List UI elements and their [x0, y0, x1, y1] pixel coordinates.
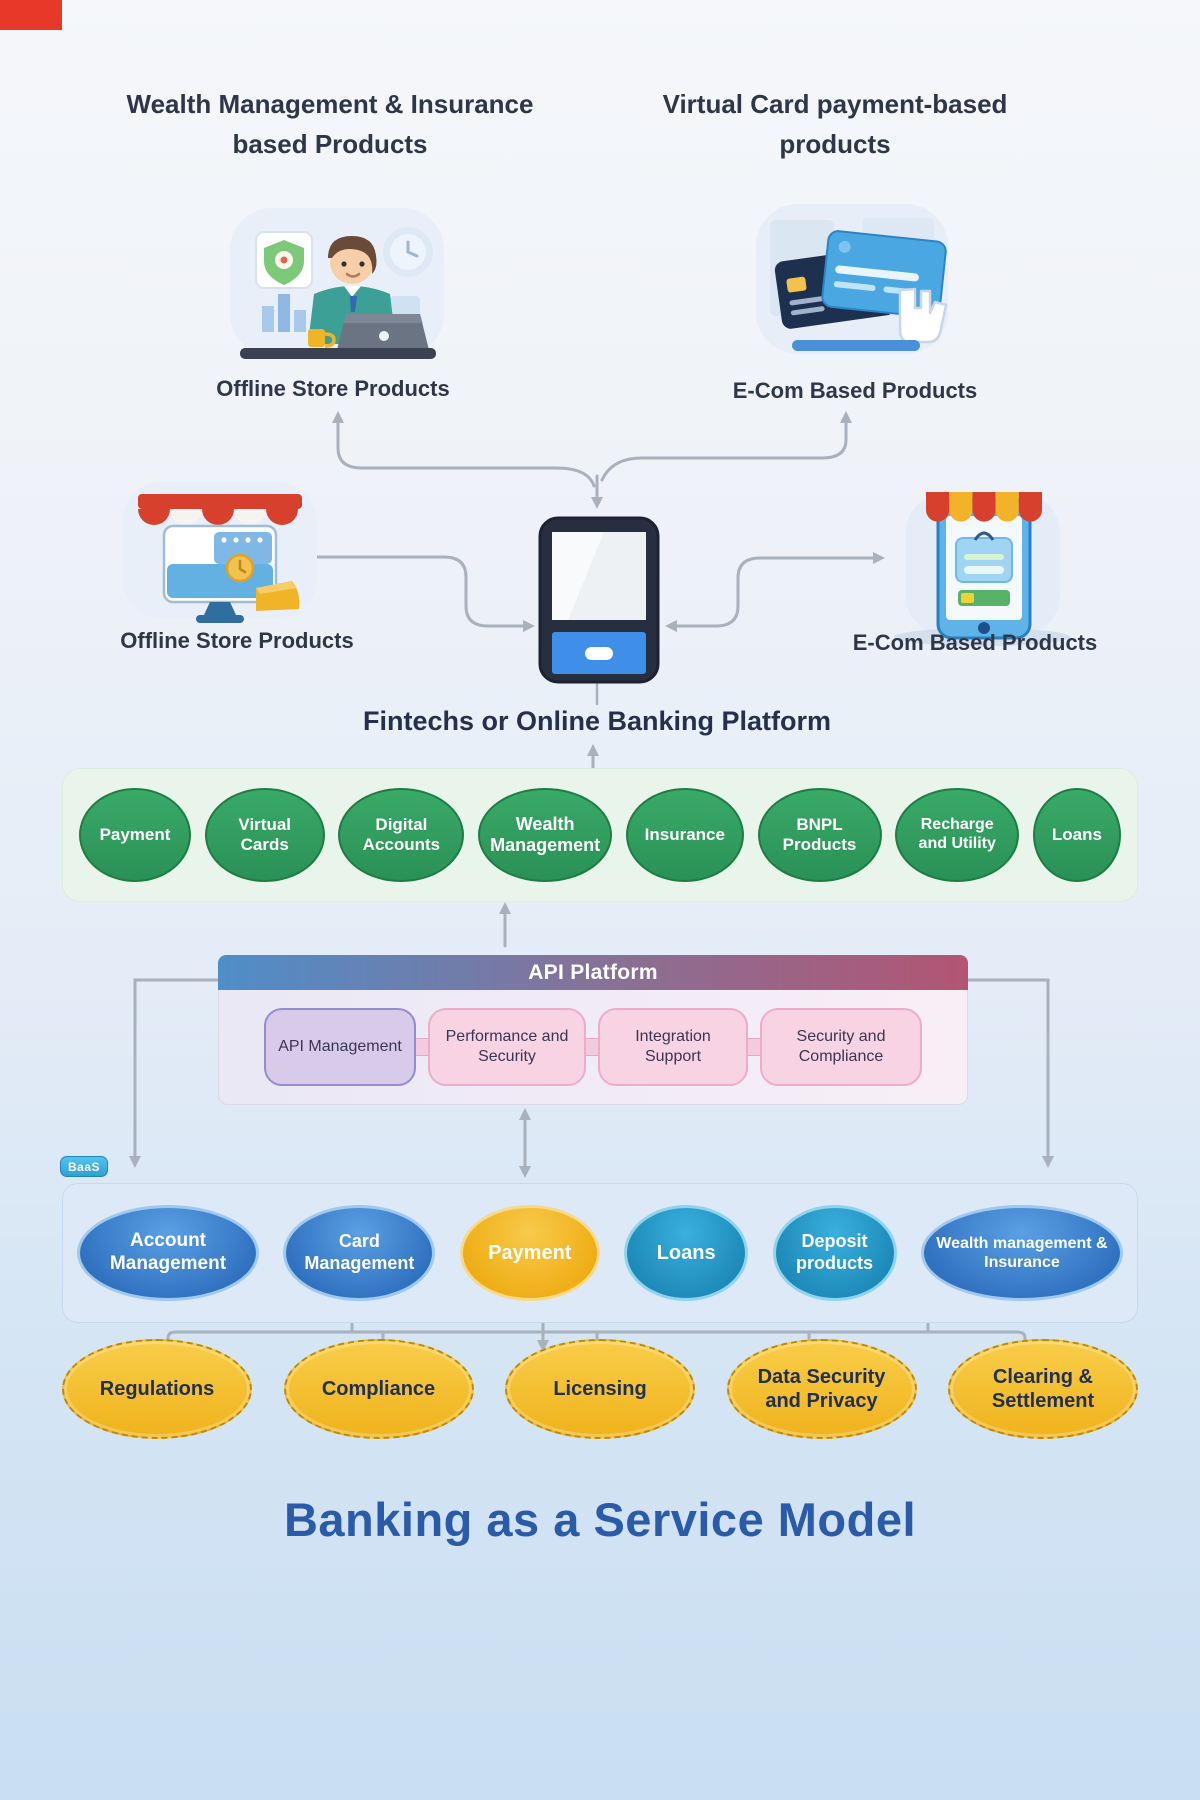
service-oval-recharge-utility: Recharge and Utility	[895, 788, 1020, 882]
awning-icon	[138, 509, 298, 525]
api-box-performance-security: Performance and Security	[428, 1008, 586, 1086]
heading-wealth-insurance: Wealth Management & Insurance based Prod…	[110, 84, 550, 165]
hand-cursor-icon	[898, 287, 948, 344]
caption-offline-mid: Offline Store Products	[120, 628, 354, 653]
service-oval-insurance: Insurance	[625, 788, 744, 882]
arrow-split-left	[336, 418, 596, 488]
ecom-store-tablet-illustration	[894, 492, 1070, 646]
service-oval-virtual-cards: Virtual Cards	[204, 788, 325, 882]
core-oval-loans: Loans	[624, 1205, 749, 1301]
api-platform-header: API Platform	[218, 955, 968, 990]
api-box-management: API Management	[264, 1008, 416, 1086]
arrow-split-right	[600, 418, 848, 482]
line-api-left-drop	[133, 978, 220, 1160]
compliance-oval-clearing-settlement: Clearing & Settlement	[948, 1339, 1138, 1439]
comb-risers	[350, 1321, 930, 1334]
person-at-laptop-illustration	[230, 208, 444, 359]
awning-icon	[926, 492, 1042, 522]
compliance-row: Regulations Compliance Licensing Data Se…	[62, 1338, 1138, 1440]
offline-store-monitor-illustration	[122, 482, 317, 623]
core-banking-band: Account Management Card Management Payme…	[62, 1183, 1138, 1323]
top-left-red-strip	[0, 0, 62, 30]
compliance-oval-data-security: Data Security and Privacy	[726, 1339, 917, 1439]
api-box-security-compliance: Security and Compliance	[760, 1008, 922, 1086]
caption-offline-top: Offline Store Products	[216, 376, 450, 401]
compliance-oval-licensing: Licensing	[505, 1339, 695, 1439]
caption-ecom-top: E-Com Based Products	[732, 378, 978, 403]
heading-line: Virtual Card payment-based	[662, 89, 1008, 119]
core-oval-account-management: Account Management	[77, 1205, 259, 1301]
compliance-oval-regulations: Regulations	[62, 1339, 252, 1439]
caption-ecom-mid: E-Com Based Products	[852, 630, 1098, 655]
bar-chart-icon	[262, 306, 274, 332]
core-oval-deposit-products: Deposit products	[772, 1205, 897, 1301]
page-title: Banking as a Service Model	[283, 1493, 917, 1546]
caption-fintechs-platform: Fintechs or Online Banking Platform	[362, 706, 832, 736]
heading-line: based Products	[232, 129, 428, 160]
service-oval-wealth-management: Wealth Management	[478, 788, 613, 882]
core-oval-card-management: Card Management	[283, 1205, 436, 1301]
heading-virtual-card: Virtual Card payment-based products	[615, 84, 1055, 165]
core-oval-payment: Payment	[459, 1205, 600, 1301]
api-platform-panel: API Management Performance and Security …	[218, 990, 968, 1105]
api-platform-title: API Platform	[528, 960, 658, 984]
api-box-integration-support: Integration Support	[598, 1008, 748, 1086]
virtual-cards-illustration	[756, 204, 948, 354]
core-oval-wealth-insurance: Wealth management & Insurance	[920, 1205, 1123, 1301]
heading-line: products	[779, 129, 891, 160]
mug-icon	[308, 329, 325, 347]
service-oval-loans: Loans	[1032, 788, 1121, 882]
heading-line: Wealth Management & Insurance	[126, 89, 534, 119]
service-oval-digital-accounts: Digital Accounts	[338, 788, 465, 882]
arrow-store-phone-right	[674, 556, 878, 628]
arrow-store-phone-left	[300, 555, 526, 628]
service-oval-bnpl: BNPL Products	[757, 788, 882, 882]
baas-badge: BaaS	[60, 1156, 108, 1177]
compliance-oval-compliance: Compliance	[283, 1339, 474, 1439]
line-api-right-drop	[966, 978, 1050, 1160]
fintech-services-band: Payment Virtual Cards Digital Accounts W…	[62, 768, 1138, 902]
service-oval-payment: Payment	[79, 788, 191, 882]
banking-phone-illustration	[538, 516, 660, 684]
